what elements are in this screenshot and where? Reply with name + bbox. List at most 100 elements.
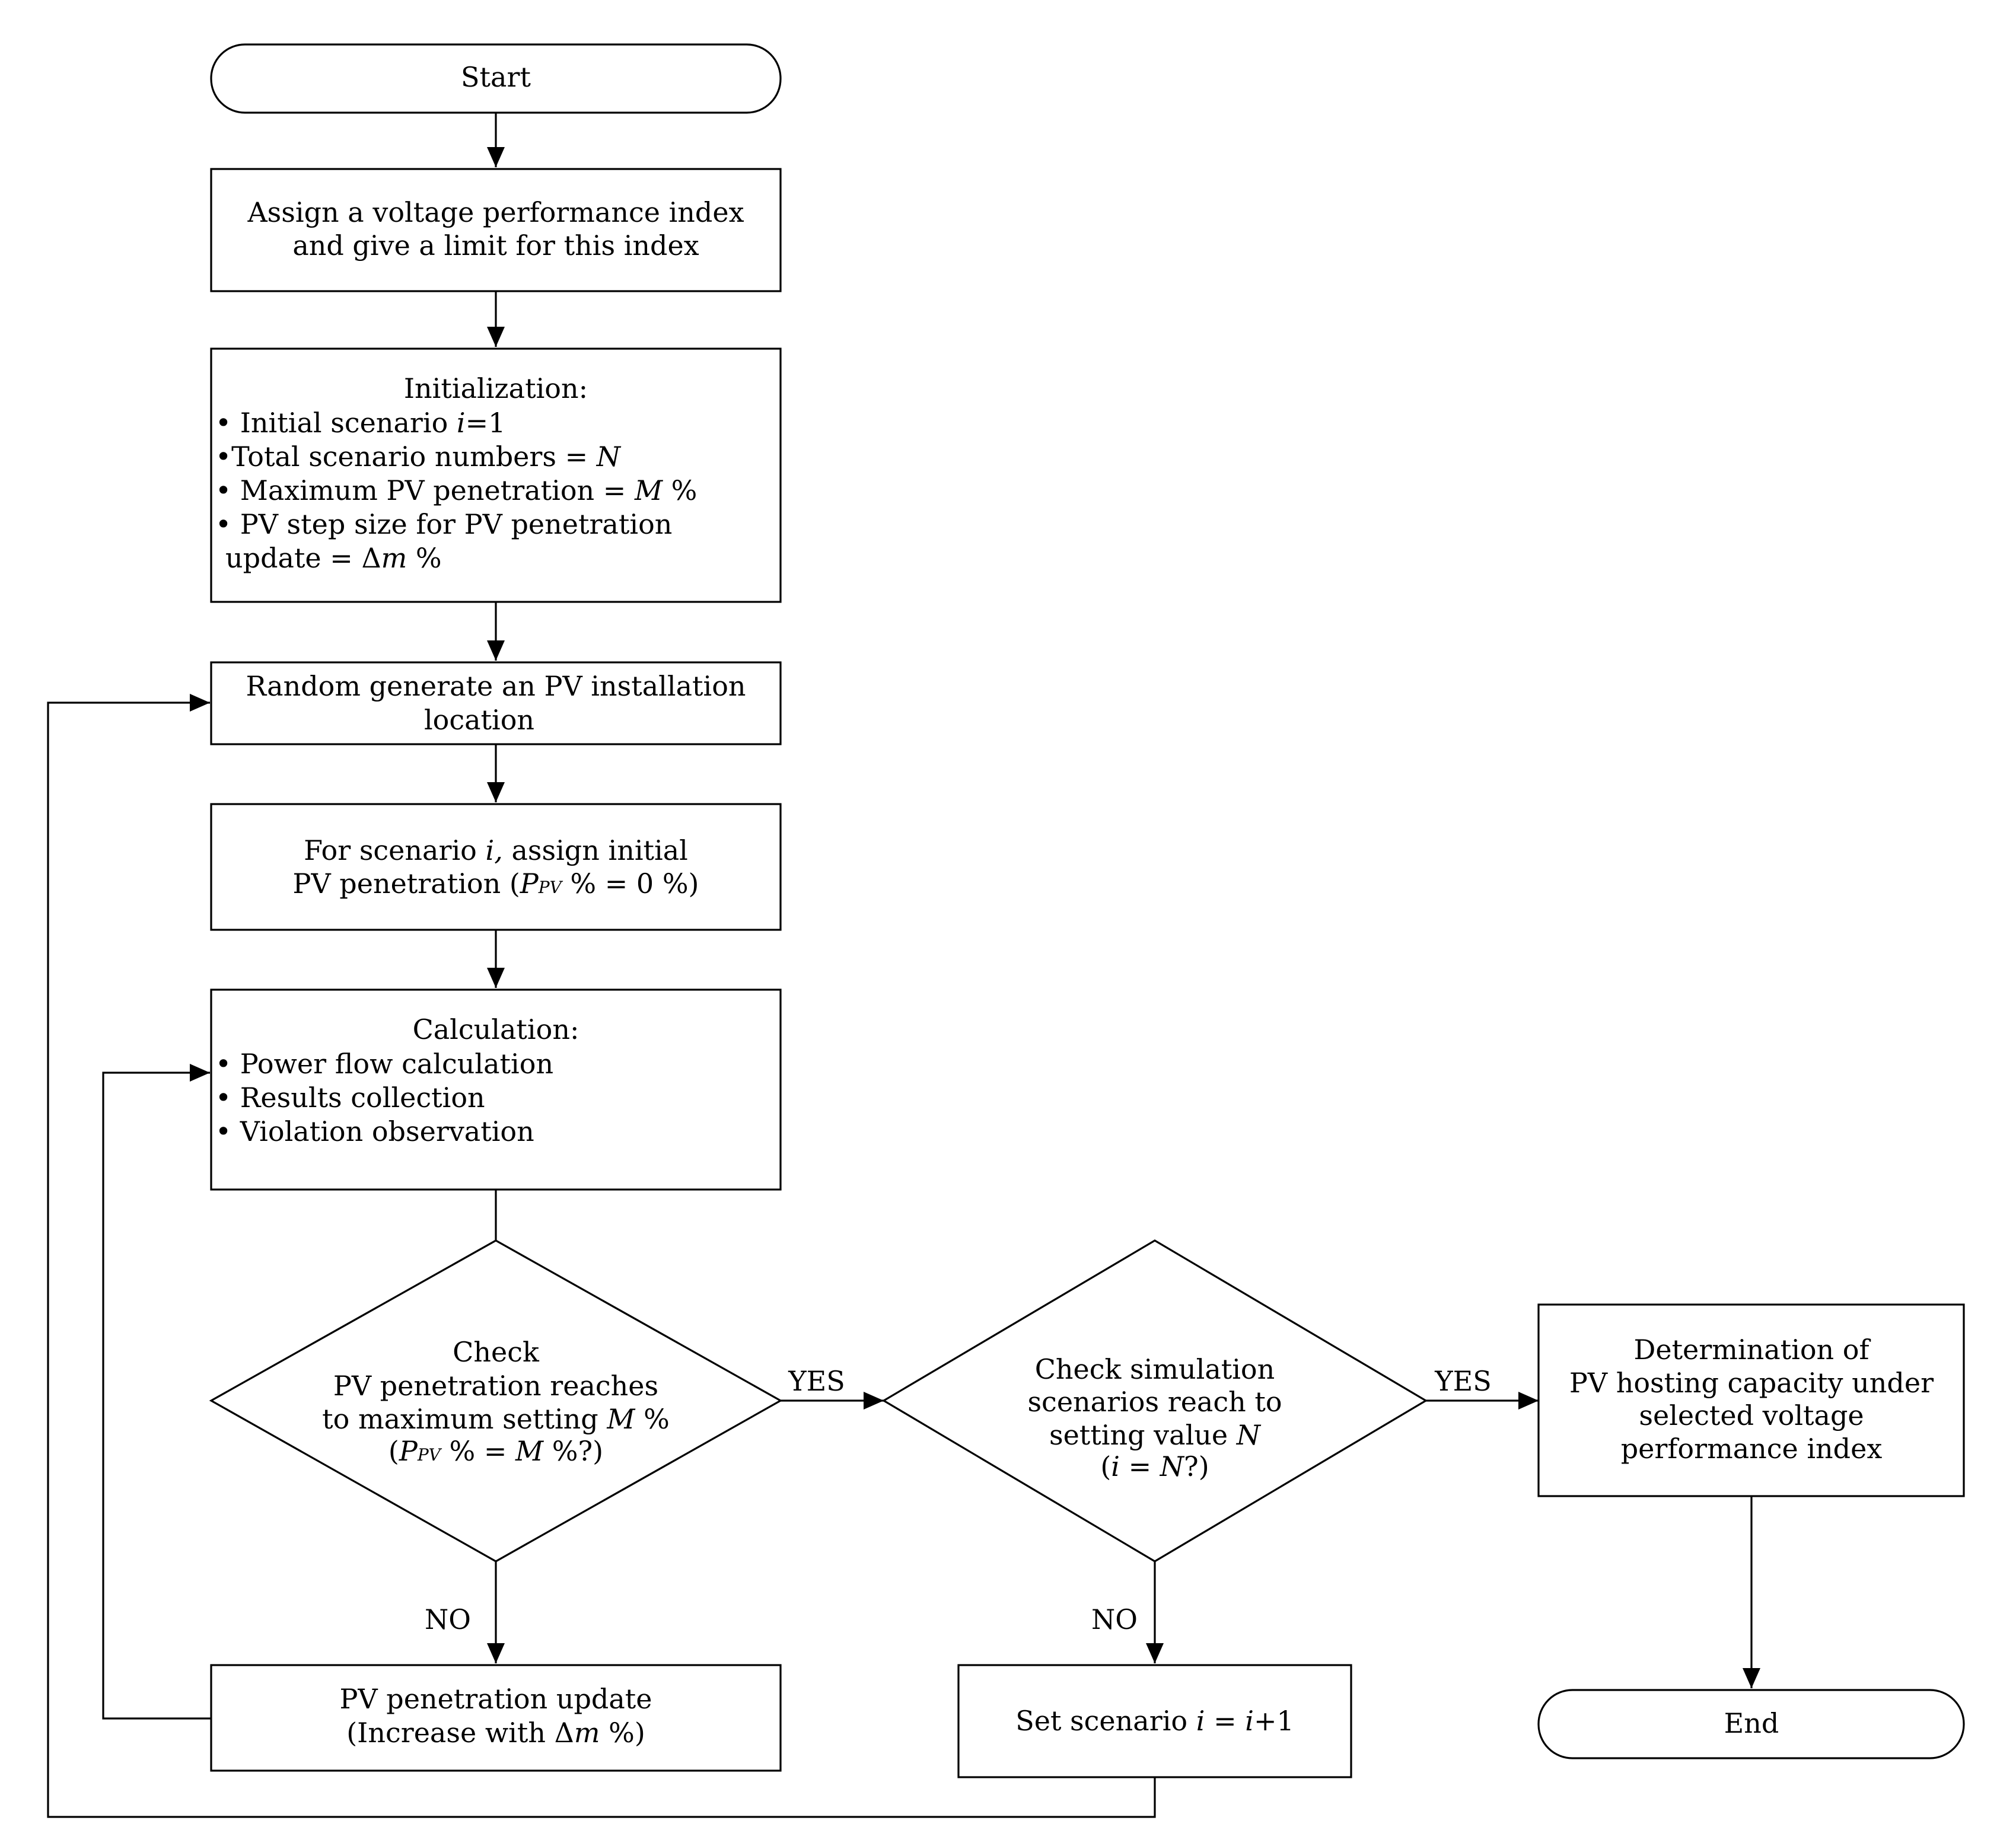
set-scenario-pre: Set scenario <box>1015 1705 1196 1737</box>
start-label: Start <box>461 61 531 93</box>
penetration-update-box: PV penetration update (Increase with Δm … <box>210 1664 782 1772</box>
for-line-1: For scenario i, assign initial <box>304 834 688 866</box>
determine-line-4: performance index <box>1621 1433 1883 1465</box>
update-line-2-var: m <box>574 1717 600 1749</box>
check-pv-line-4-var2: M <box>515 1435 544 1467</box>
bullet: • <box>215 1082 231 1114</box>
init-item-3-var: M <box>634 474 664 506</box>
for-line-1-pre: For scenario <box>304 834 485 866</box>
set-scenario-mid: = <box>1205 1705 1245 1737</box>
determine-line-2: PV hosting capacity under <box>1569 1367 1934 1399</box>
for-line-2-var: P <box>520 868 539 900</box>
init-item-4-text: PV step size for PV penetration <box>231 508 672 540</box>
for-line-1-var: i, <box>485 834 502 866</box>
check-sim-line-1: Check simulation <box>1035 1353 1275 1385</box>
check-pv-line-3-post: % <box>635 1403 669 1435</box>
check-sim-line-4-var2: N <box>1160 1450 1185 1482</box>
set-scenario-post: +1 <box>1254 1705 1294 1737</box>
init-item-4: • PV step size for PV penetration <box>215 508 672 540</box>
check-pv-line-4-pre: ( <box>388 1435 399 1467</box>
calc-item-3-text: Violation observation <box>231 1115 534 1147</box>
update-line-2-post: %) <box>600 1717 645 1749</box>
for-line-2-sub: PV <box>538 878 563 897</box>
init-item-2-var: N <box>596 441 622 473</box>
calc-item-1: • Power flow calculation <box>215 1048 553 1080</box>
check-pv-line-4-post: %?) <box>543 1435 603 1467</box>
check-pv-line-4-mid: % = <box>441 1435 515 1467</box>
check-pv-line-1: Check <box>453 1336 540 1368</box>
bullet: • <box>215 474 231 506</box>
check-simulation-decision: Check simulation scenarios reach to sett… <box>881 1239 1428 1563</box>
check-sim-line-3-pre: setting value <box>1049 1419 1237 1451</box>
check-sim-line-4-var: i <box>1111 1450 1120 1482</box>
bullet: • <box>215 1115 231 1147</box>
check-sim-line-4-post: ?) <box>1184 1450 1209 1482</box>
for-line-2-pre: PV penetration ( <box>293 868 520 900</box>
update-line-1: PV penetration update <box>339 1683 652 1715</box>
update-line-2: (Increase with Δm %) <box>346 1717 645 1749</box>
edge-update-loop <box>102 1064 211 1720</box>
check-sim-line-4-mid: = <box>1120 1450 1160 1482</box>
edge-scenario-loop <box>47 694 1156 1818</box>
init-item-3: • Maximum PV penetration = M % <box>215 474 697 506</box>
init-item-1-var: i <box>457 407 466 439</box>
check-pv-line-3: to maximum setting M % <box>322 1403 670 1435</box>
bullet: • <box>215 508 231 540</box>
for-line-2-post: % = 0 %) <box>562 868 699 900</box>
for-line-1-post: assign initial <box>503 834 688 866</box>
edge-label-no-1: NO <box>425 1603 471 1635</box>
init-item-1-post: =1 <box>466 407 506 439</box>
bullet: • <box>215 1048 231 1080</box>
connectors <box>47 113 1760 1818</box>
end-terminal: End <box>1537 1689 1965 1759</box>
set-scenario-box: Set scenario i = i+1 <box>957 1664 1352 1778</box>
init-item-1-text: Initial scenario <box>231 407 457 439</box>
check-pv-line-4-var: P <box>399 1435 418 1467</box>
init-title: Initialization: <box>404 372 588 404</box>
calc-item-2: • Results collection <box>215 1082 485 1114</box>
for-line-2: PV penetration (PPV % = 0 %) <box>293 868 699 900</box>
init-item-5-text: update = Δ <box>225 542 381 574</box>
edge-label-yes-2: YES <box>1434 1365 1491 1397</box>
assign-line-1: Assign a voltage performance index <box>247 196 744 228</box>
check-sim-line-2: scenarios reach to <box>1027 1386 1282 1418</box>
initial-penetration-box: For scenario i, assign initial PV penetr… <box>210 803 782 931</box>
edge-label-yes-1: YES <box>788 1365 845 1397</box>
init-item-5: update = Δm % <box>225 542 442 574</box>
bullet: • <box>215 407 231 439</box>
end-label: End <box>1724 1707 1779 1739</box>
random-location-box: Random generate an PV installation locat… <box>210 661 782 745</box>
init-item-2-text: Total scenario numbers = <box>231 441 597 473</box>
determine-line-3: selected voltage <box>1639 1399 1864 1431</box>
check-pv-line-2: PV penetration reaches <box>333 1370 658 1402</box>
edge-label-no-2: NO <box>1091 1603 1138 1635</box>
check-sim-line-3-var: N <box>1236 1419 1262 1451</box>
init-item-3-text: Maximum PV penetration = <box>231 474 635 506</box>
set-scenario-line: Set scenario i = i+1 <box>1015 1705 1294 1737</box>
start-terminal: Start <box>210 43 782 114</box>
bullet: • <box>215 441 231 473</box>
init-item-5-var: m <box>381 542 407 574</box>
check-pv-line-4: (PPV % = M %?) <box>388 1435 603 1467</box>
init-item-1: • Initial scenario i=1 <box>215 407 505 439</box>
check-pv-penetration-decision: Check PV penetration reaches to maximum … <box>209 1239 783 1563</box>
set-scenario-var: i <box>1196 1705 1205 1737</box>
calc-title: Calculation: <box>413 1013 579 1045</box>
assign-index-box: Assign a voltage performance index and g… <box>210 168 782 292</box>
calc-item-1-text: Power flow calculation <box>231 1048 553 1080</box>
random-line-1: Random generate an PV installation <box>246 670 746 702</box>
init-item-3-post: % <box>663 474 697 506</box>
check-pv-line-4-sub: PV <box>417 1445 442 1465</box>
calculation-box: Calculation: • Power flow calculation • … <box>210 989 782 1191</box>
calc-item-3: • Violation observation <box>215 1115 534 1147</box>
initialization-box: Initialization: • Initial scenario i=1 •… <box>210 347 782 603</box>
check-sim-line-3: setting value N <box>1049 1419 1262 1451</box>
init-item-5-post: % <box>407 542 441 574</box>
set-scenario-var2: i <box>1245 1705 1254 1737</box>
assign-line-2: and give a limit for this index <box>292 229 699 262</box>
determination-box: Determination of PV hosting capacity und… <box>1537 1303 1965 1497</box>
check-pv-line-3-pre: to maximum setting <box>322 1403 607 1435</box>
check-pv-line-3-var: M <box>606 1403 636 1435</box>
random-line-2: location <box>424 704 534 736</box>
